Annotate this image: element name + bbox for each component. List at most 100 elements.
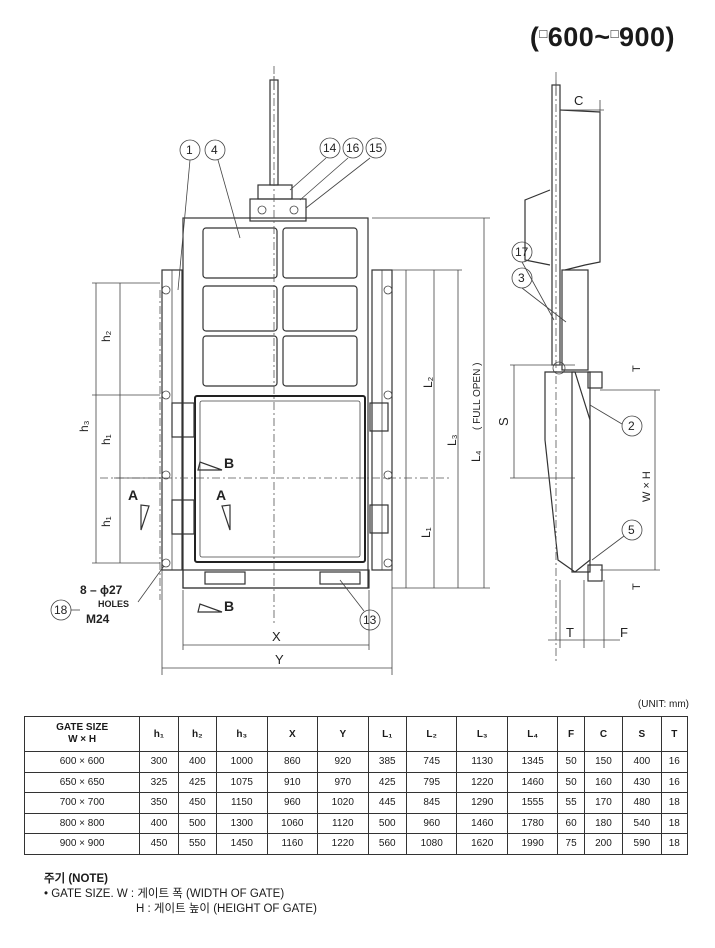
gate-size-cell: 700 × 700 bbox=[23, 792, 141, 814]
right-dimensions: L₂ L₁ L₃ L₄ ( FULL OPEN ) bbox=[372, 217, 490, 589]
yoke-block bbox=[249, 198, 307, 222]
table-cell: 75 bbox=[557, 833, 585, 855]
table-cell: 55 bbox=[557, 792, 585, 814]
header-gate-size: GATE SIZE W × H bbox=[23, 716, 141, 752]
square-symbol: □ bbox=[539, 26, 548, 41]
table-cell: 590 bbox=[622, 833, 662, 855]
table-cell: 1300 bbox=[216, 812, 268, 834]
note-height-line: H : 게이트 높이 (HEIGHT OF GATE) bbox=[44, 902, 317, 917]
dim-s: S bbox=[496, 417, 511, 426]
dim-x: X bbox=[272, 629, 281, 644]
callout-13: 13 bbox=[363, 613, 377, 627]
square-symbol: □ bbox=[610, 26, 619, 41]
callout-5: 5 bbox=[628, 523, 635, 537]
table-cell: 425 bbox=[177, 771, 218, 793]
size-to: 900 bbox=[618, 22, 666, 52]
table-cell: 1150 bbox=[216, 792, 268, 814]
table-cell: 795 bbox=[405, 771, 458, 793]
dim-h2: h₂ bbox=[99, 330, 113, 342]
table-cell: 845 bbox=[405, 792, 458, 814]
range-tilde: ~ bbox=[594, 22, 611, 52]
table-cell: 60 bbox=[557, 812, 585, 834]
callout-15: 15 bbox=[369, 141, 383, 155]
header-l4: L₄ bbox=[506, 716, 559, 752]
table-cell: 18 bbox=[660, 833, 689, 855]
dim-c: C bbox=[574, 93, 583, 108]
table-header-row: GATE SIZE W × H h₁ h₂ h₃ X Y L₁ L₂ L₃ L₄… bbox=[23, 716, 689, 752]
header-y: Y bbox=[317, 716, 369, 752]
table-cell: 1220 bbox=[317, 833, 369, 855]
size-from: 600 bbox=[547, 22, 595, 52]
section-a-label: A bbox=[216, 487, 226, 503]
note-block: 주기 (NOTE) • GATE SIZE. W : 게이트 폭 (WIDTH … bbox=[44, 872, 317, 917]
table-cell: 1220 bbox=[456, 771, 508, 793]
table-cell: 960 bbox=[405, 812, 458, 834]
table-cell: 425 bbox=[367, 771, 407, 793]
gate-size-cell: 800 × 800 bbox=[23, 812, 141, 834]
table-cell: 1345 bbox=[506, 751, 559, 773]
holes-note: 8 – ϕ27 HOLES M24 bbox=[80, 565, 165, 626]
dim-l1: L₁ bbox=[419, 527, 433, 538]
side-view: C S W × H T T T F bbox=[496, 72, 660, 662]
header-t: T bbox=[660, 716, 689, 752]
table-cell: 16 bbox=[660, 751, 689, 773]
title-open-paren: ( bbox=[529, 22, 540, 52]
table-cell: 1620 bbox=[456, 833, 508, 855]
table-cell: 385 bbox=[367, 751, 407, 773]
table-cell: 400 bbox=[177, 751, 218, 773]
note-h-text: 게이트 높이 (HEIGHT OF GATE) bbox=[153, 903, 317, 915]
callout-14: 14 bbox=[323, 141, 337, 155]
header-l1: L₁ bbox=[367, 716, 407, 752]
title-close-paren: ) bbox=[665, 22, 675, 52]
table-cell: 1000 bbox=[216, 751, 268, 773]
dim-t-top: T bbox=[631, 365, 643, 372]
dim-h1-lower: h₁ bbox=[99, 516, 113, 527]
callout-16: 16 bbox=[346, 141, 360, 155]
side-gate-leaf bbox=[544, 371, 591, 573]
table-cell: 16 bbox=[660, 771, 689, 793]
table-cell: 920 bbox=[317, 751, 369, 773]
table-cell: 180 bbox=[583, 812, 624, 834]
dim-l2: L₂ bbox=[421, 376, 435, 388]
gate-size-cell: 600 × 600 bbox=[23, 751, 141, 773]
dim-t-side: T bbox=[566, 625, 574, 640]
callouts: 1 4 14 16 15 17 3 2 5 18 13 bbox=[50, 137, 643, 631]
table-cell: 300 bbox=[139, 751, 179, 773]
table-cell: 1460 bbox=[506, 771, 559, 793]
section-b-label: B bbox=[224, 455, 234, 471]
mounting-lugs bbox=[161, 285, 393, 568]
note-label: GATE SIZE. bbox=[51, 888, 114, 900]
left-dimensions: h₂ h₃ h₁ h₁ bbox=[77, 282, 160, 564]
table-cell: 400 bbox=[622, 751, 662, 773]
header-x: X bbox=[266, 716, 319, 752]
table-cell: 350 bbox=[139, 792, 179, 814]
holes-label: HOLES bbox=[98, 599, 129, 609]
table-cell: 50 bbox=[557, 771, 585, 793]
note-bullet: • bbox=[44, 888, 49, 900]
section-b-label: B bbox=[224, 598, 234, 614]
table-cell: 325 bbox=[139, 771, 179, 793]
header-wxh-label: W × H bbox=[68, 734, 97, 745]
table-cell: 18 bbox=[660, 812, 689, 834]
dim-y: Y bbox=[275, 652, 284, 667]
dim-full-open: ( FULL OPEN ) bbox=[472, 363, 483, 430]
table-cell: 170 bbox=[583, 792, 624, 814]
table-cell: 1130 bbox=[456, 751, 508, 773]
bolt-size: M24 bbox=[86, 612, 110, 626]
table-cell: 1060 bbox=[266, 812, 319, 834]
table-cell: 1080 bbox=[405, 833, 458, 855]
header-l3: L₃ bbox=[456, 716, 508, 752]
header-gate-size-label: GATE SIZE bbox=[56, 722, 109, 733]
callout-18: 18 bbox=[54, 603, 68, 617]
note-width-line: • GATE SIZE. W : 게이트 폭 (WIDTH OF GATE) bbox=[44, 887, 317, 902]
dim-l3: L₃ bbox=[445, 434, 459, 446]
table-cell: 1020 bbox=[317, 792, 369, 814]
frame-outline bbox=[182, 217, 369, 589]
callout-3: 3 bbox=[518, 271, 525, 285]
table-cell: 970 bbox=[317, 771, 369, 793]
gate-size-cell: 900 × 900 bbox=[23, 833, 141, 855]
